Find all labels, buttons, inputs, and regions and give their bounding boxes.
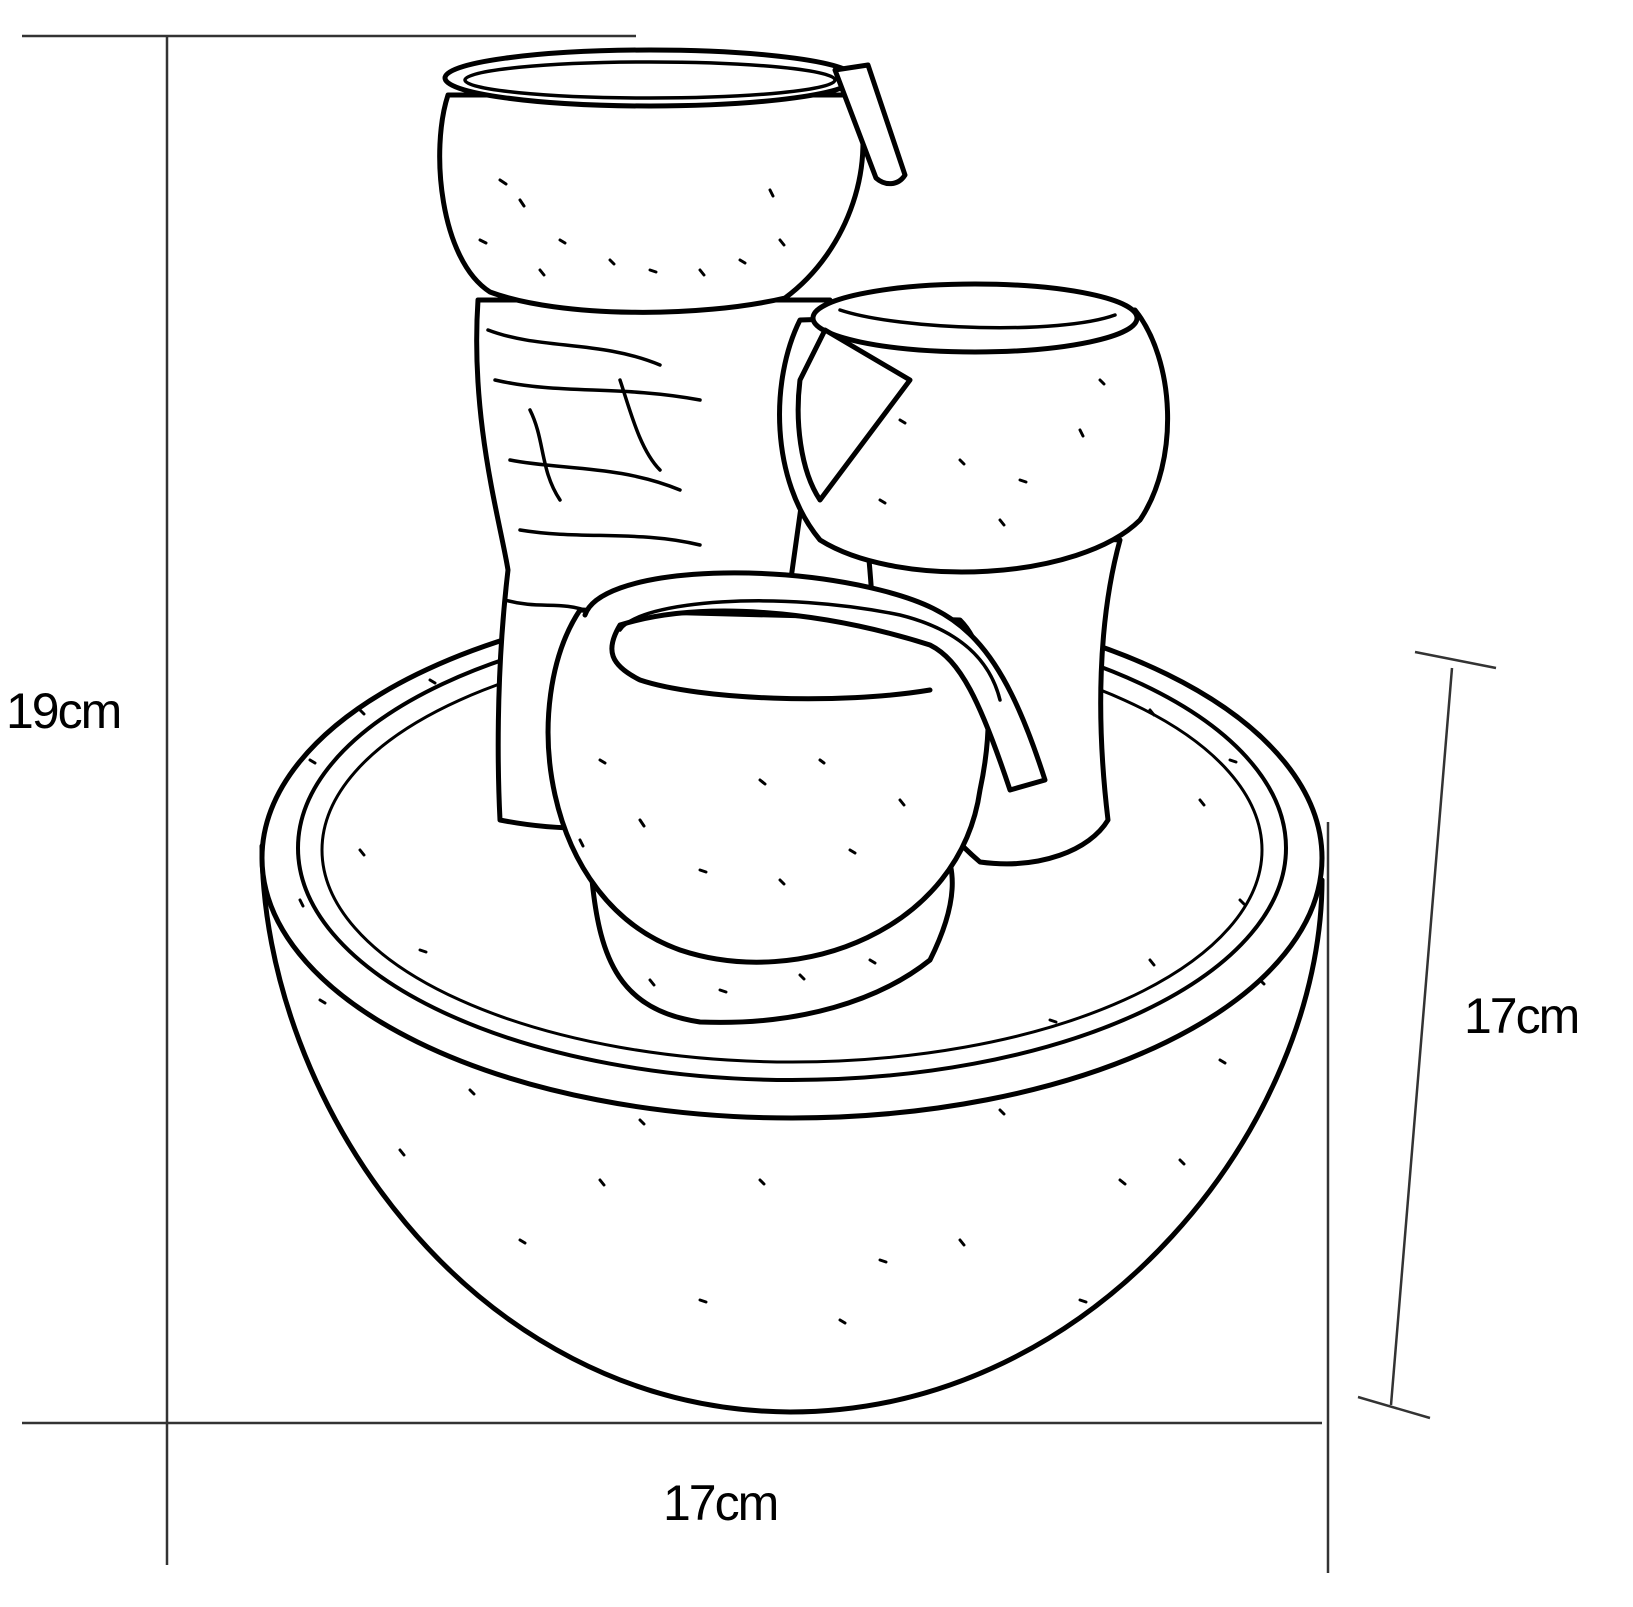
stone-speckle-texture (298, 178, 1266, 1325)
top-pot-spout (832, 62, 908, 187)
top-pot-body (437, 92, 866, 315)
front-pot-rim (582, 570, 1048, 793)
height-dimension-label: 19cm (6, 683, 122, 739)
middle-pot-spout (795, 327, 913, 503)
dimension-lines (22, 34, 1497, 1573)
middle-pot-opening (838, 308, 1117, 330)
fountain-illustration (259, 47, 1325, 1415)
right-diameter-top-tick (1414, 650, 1497, 670)
right-diameter-dimension-label: 17cm (1464, 988, 1580, 1044)
middle-pot-rim (810, 281, 1140, 355)
front-pot-opening (618, 599, 1002, 702)
top-pot-opening (463, 60, 837, 100)
right-diameter-bottom-tick (1357, 1395, 1431, 1420)
right-diameter-dimension-line (1389, 667, 1454, 1406)
bottom-width-dimension-label: 17cm (663, 1475, 779, 1531)
